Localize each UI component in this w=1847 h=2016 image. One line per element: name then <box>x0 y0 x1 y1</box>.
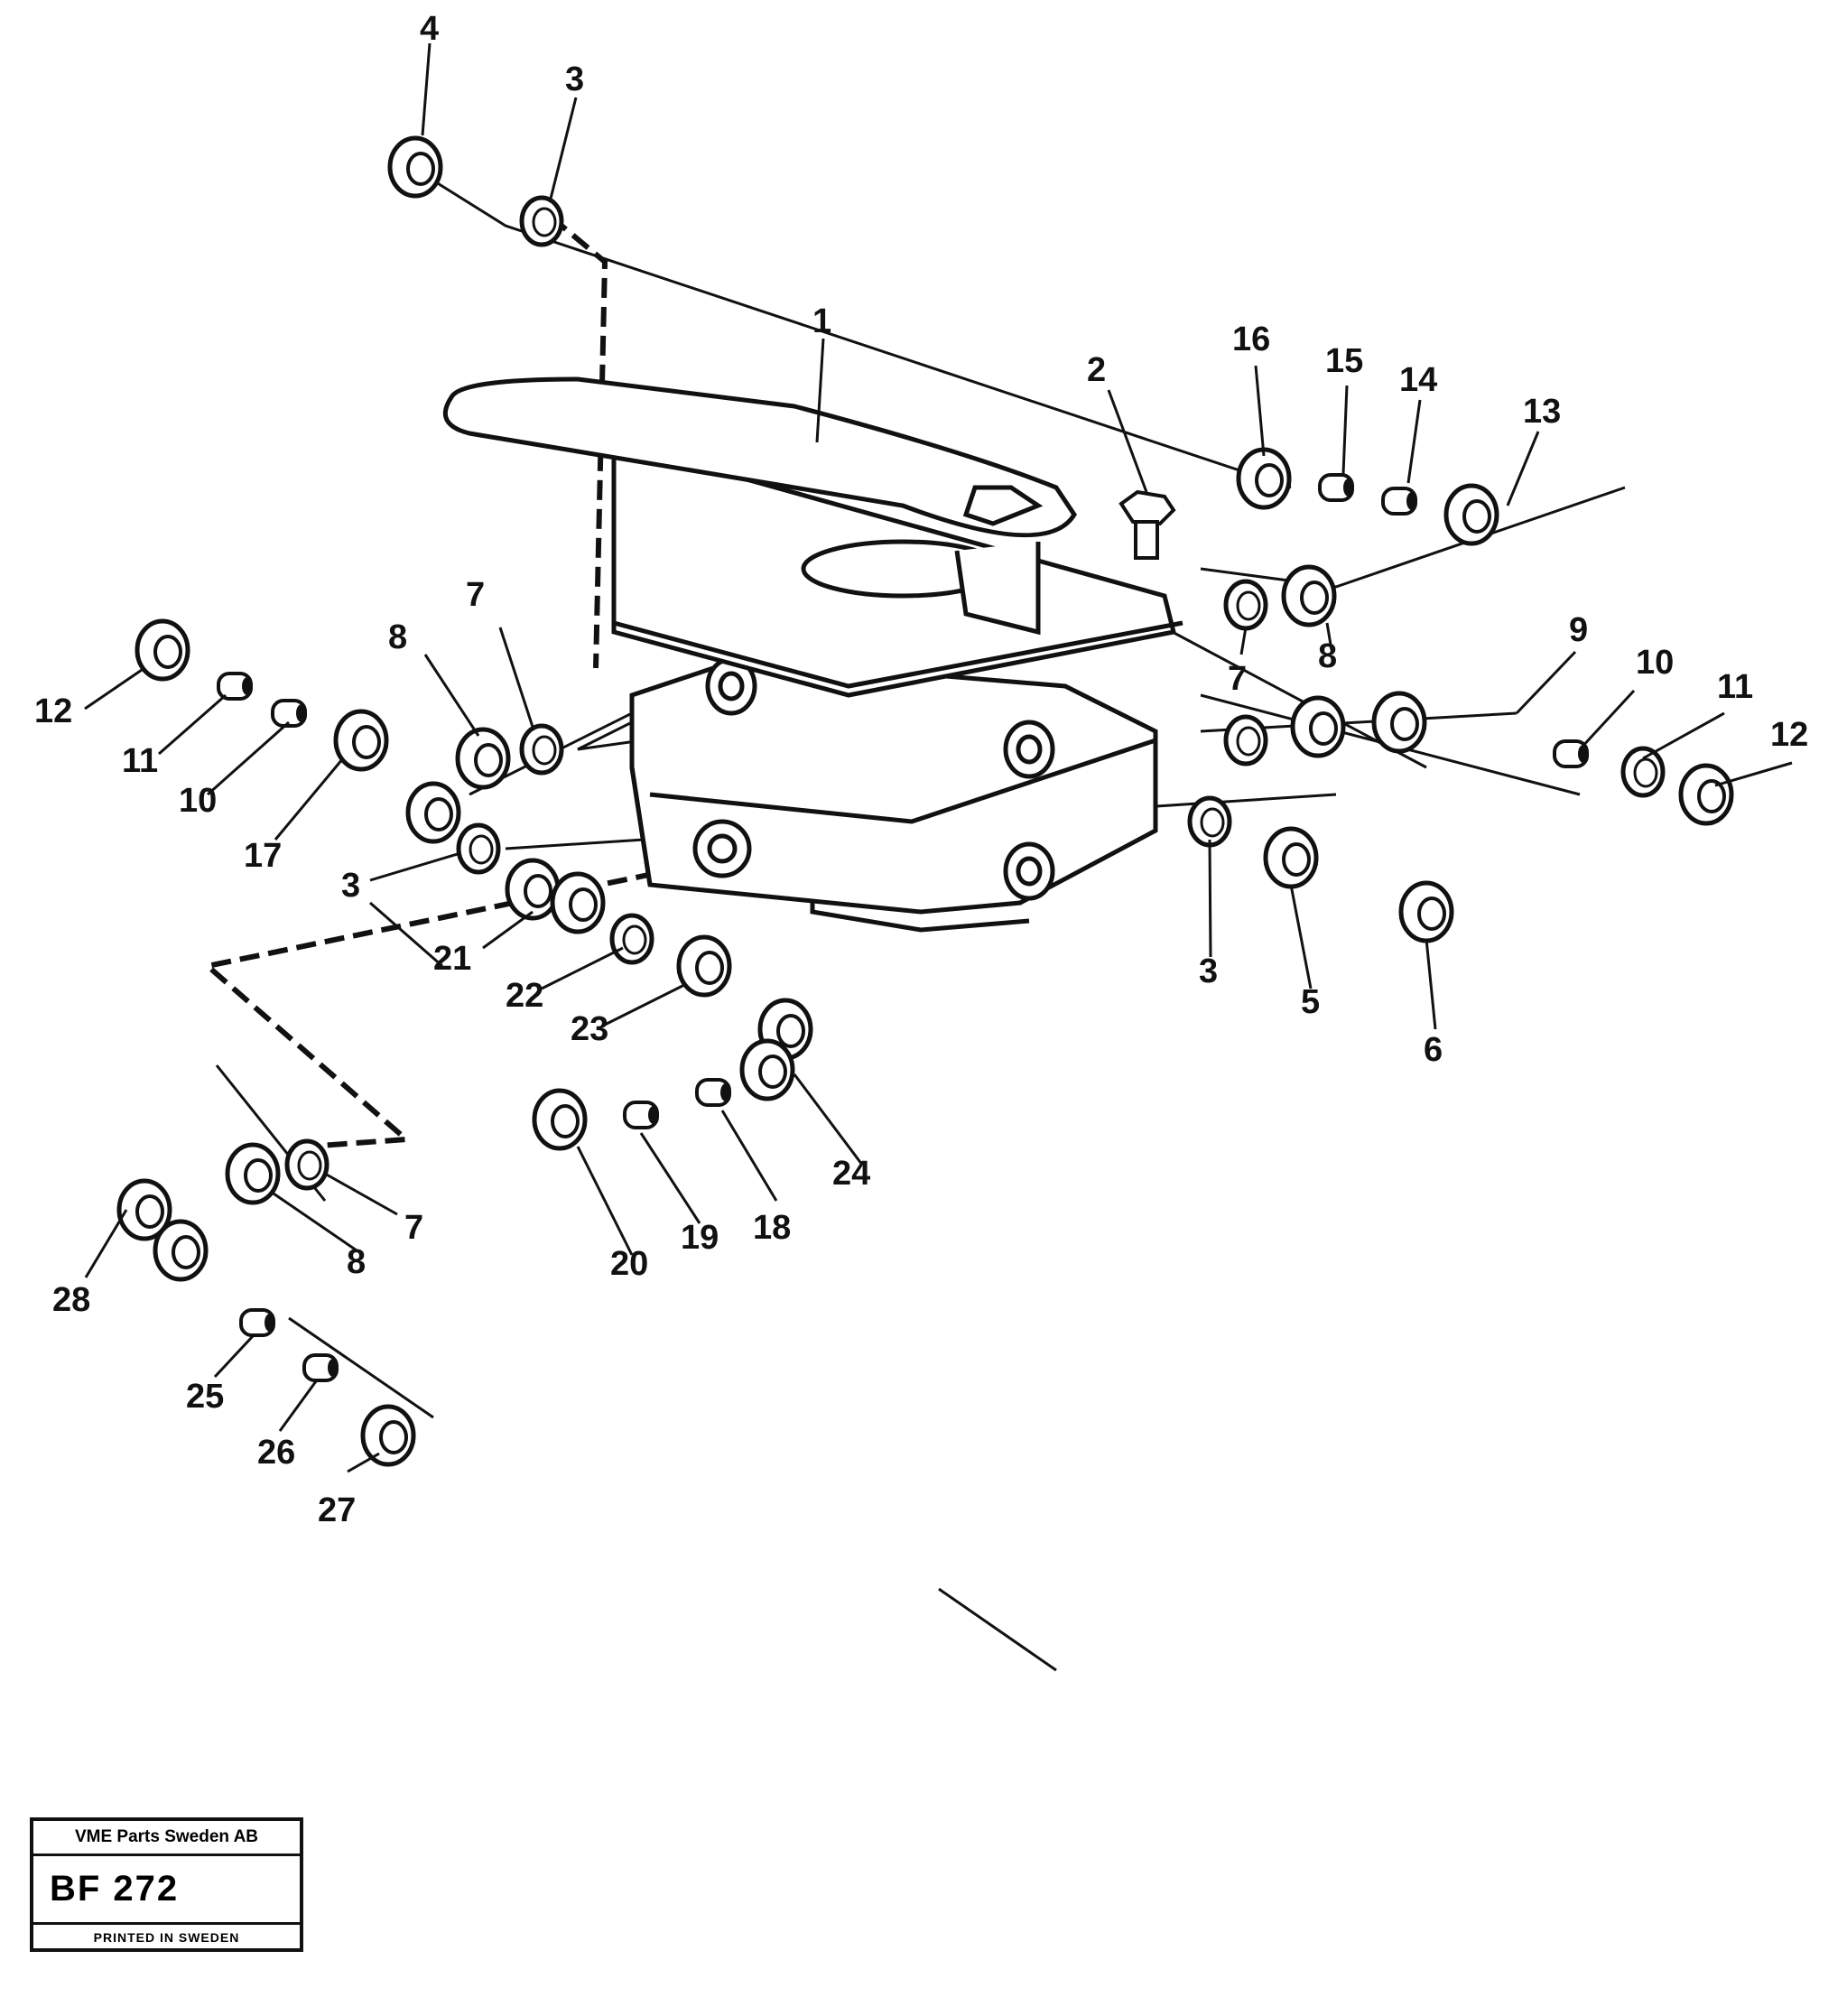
callout-c25: 25 <box>186 1378 224 1416</box>
dashed-lines <box>201 214 741 1149</box>
title-stamp: VME Parts Sweden AB BF 272 PRINTED IN SW… <box>30 1817 303 1952</box>
callout-c3a: 3 <box>565 60 584 98</box>
callout-c12a: 12 <box>1770 716 1808 754</box>
callout-c4: 4 <box>420 10 439 48</box>
callout-c1: 1 <box>812 302 831 340</box>
callout-c10a: 10 <box>1636 644 1674 682</box>
callout-c16: 16 <box>1232 321 1270 358</box>
callout-leaders <box>84 42 1793 1473</box>
callout-c11b: 11 <box>122 742 158 780</box>
callout-c11a: 11 <box>1717 668 1753 706</box>
callout-c18: 18 <box>753 1209 791 1247</box>
callout-c22: 22 <box>506 977 543 1015</box>
callout-c9: 9 <box>1569 611 1588 649</box>
callout-c6: 6 <box>1424 1031 1443 1069</box>
callout-c2: 2 <box>1087 351 1106 389</box>
callout-c23: 23 <box>571 1010 608 1048</box>
callout-c26: 26 <box>257 1434 295 1472</box>
lever <box>442 376 1077 636</box>
callout-c27: 27 <box>318 1491 356 1529</box>
callout-c14: 14 <box>1399 361 1437 399</box>
callout-c8c: 8 <box>347 1243 366 1281</box>
valve-body <box>611 439 1183 933</box>
callout-c10b: 10 <box>179 782 217 820</box>
stamp-company: VME Parts Sweden AB <box>33 1821 300 1856</box>
callout-c19: 19 <box>681 1219 719 1257</box>
callout-c13: 13 <box>1523 393 1561 431</box>
callout-c3c: 3 <box>1199 952 1218 990</box>
stamp-code: BF 272 <box>50 1869 180 1909</box>
callout-c7a: 7 <box>466 576 485 614</box>
callout-c3b: 3 <box>341 867 360 905</box>
callout-c5: 5 <box>1301 983 1320 1021</box>
callout-c20: 20 <box>610 1245 648 1283</box>
callout-c8a: 8 <box>388 618 407 656</box>
callout-c8b: 8 <box>1318 637 1337 675</box>
callout-c24: 24 <box>832 1155 870 1193</box>
callout-c12b: 12 <box>34 692 72 730</box>
callout-c21: 21 <box>433 940 471 978</box>
callout-c28: 28 <box>52 1281 90 1319</box>
bolt <box>1118 489 1176 560</box>
stamp-printed: PRINTED IN SWEDEN <box>33 1922 300 1950</box>
callout-c7c: 7 <box>404 1209 423 1247</box>
callout-c15: 15 <box>1325 342 1363 380</box>
callout-c17: 17 <box>244 837 282 875</box>
callout-labels: 1 2 3 4 16 15 14 13 7 8 7 8 9 10 11 12 1… <box>34 10 1808 1529</box>
callout-c7b: 7 <box>1228 660 1247 698</box>
